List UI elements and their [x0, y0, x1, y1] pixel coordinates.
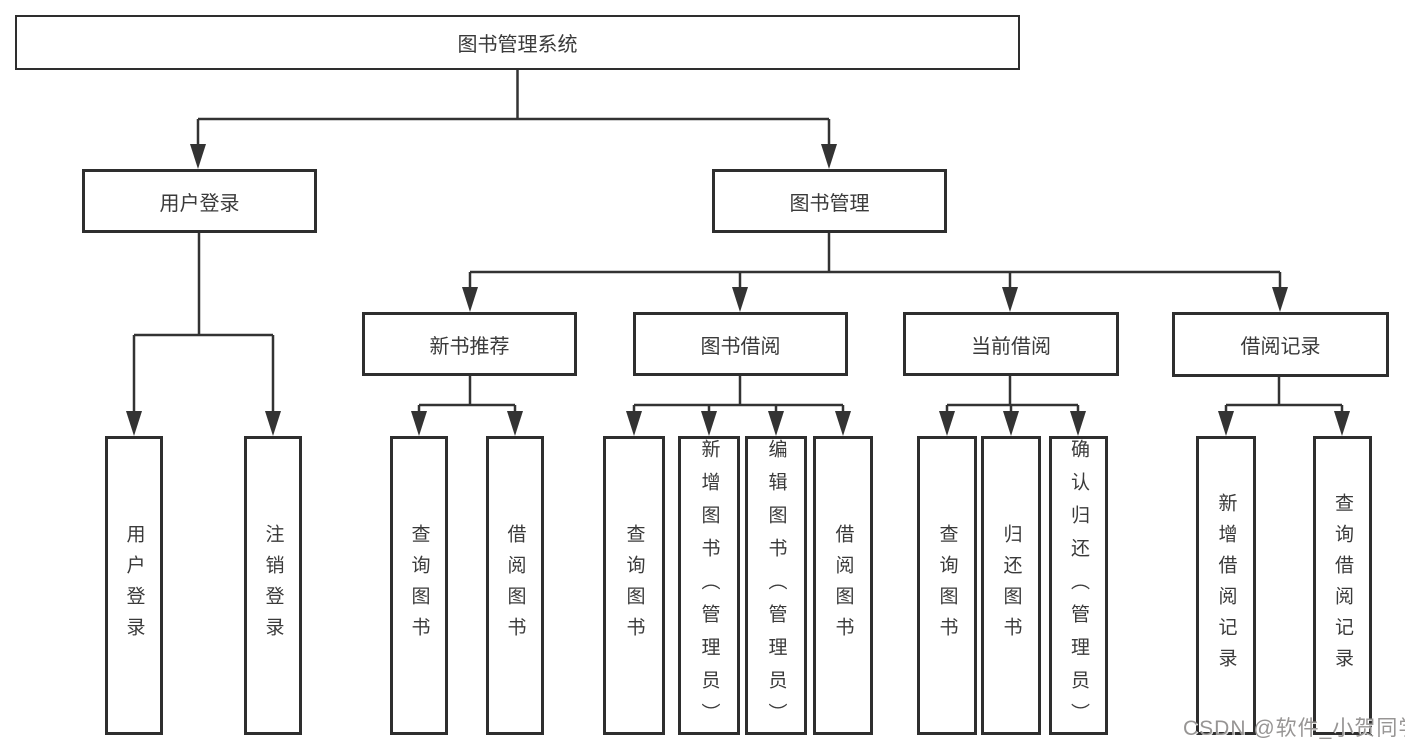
leaf-query-books-2: 查询图书	[603, 436, 665, 735]
leaf-confirm-return-admin: 确认归还（管理员）	[1049, 436, 1108, 736]
csdn-watermark: CSDN @软件_小贺同学	[1183, 717, 1405, 740]
arrowhead	[265, 411, 281, 436]
node-book-borrow: 图书借阅	[633, 312, 848, 376]
leaf-label: 确认归还（管理员）	[1068, 439, 1089, 736]
leaf-label: 新增图书（管理员）	[698, 439, 720, 736]
arrowhead	[1003, 411, 1019, 436]
leaf-label: 借阅图书	[832, 523, 854, 648]
leaf-label: 注销登录	[262, 523, 284, 648]
leaf-label: 归还图书	[1000, 523, 1022, 648]
leaf-query-books-1: 查询图书	[390, 436, 448, 735]
arrowhead	[1070, 411, 1086, 436]
leaf-query-borrow-record: 查询借阅记录	[1313, 436, 1372, 735]
arrowheads	[126, 144, 1350, 436]
node-book-management: 图书管理	[712, 169, 947, 233]
node-label: 借阅记录	[1240, 336, 1321, 358]
node-user-login: 用户登录	[82, 169, 317, 233]
leaf-label: 查询图书	[408, 523, 430, 648]
leaf-label: 查询借阅记录	[1332, 492, 1353, 679]
node-label: 用户登录	[159, 192, 240, 215]
leaf-edit-book-admin: 编辑图书（管理员）	[745, 436, 807, 736]
node-label: 新书推荐	[429, 335, 510, 358]
leaf-label: 编辑图书（管理员）	[765, 439, 787, 736]
arrowhead	[462, 287, 478, 312]
leaf-query-books-3: 查询图书	[917, 436, 977, 735]
leaf-label: 查询图书	[936, 523, 958, 648]
arrowhead	[821, 144, 837, 169]
arrowhead	[411, 411, 427, 436]
node-root-system: 图书管理系统	[15, 15, 1020, 70]
leaf-label: 查询图书	[623, 523, 645, 648]
node-new-book-recommend: 新书推荐	[362, 312, 577, 376]
leaf-return-book: 归还图书	[981, 436, 1041, 735]
arrowhead	[768, 411, 784, 436]
arrowhead	[190, 144, 206, 169]
arrowhead	[507, 411, 523, 436]
node-borrow-records: 借阅记录	[1172, 312, 1389, 377]
leaf-borrow-books-2: 借阅图书	[813, 436, 873, 735]
arrowhead	[732, 287, 748, 312]
leaf-add-borrow-record: 新增借阅记录	[1196, 436, 1256, 735]
arrowhead	[126, 411, 142, 436]
node-label: 当前借阅	[971, 335, 1051, 358]
connector-lines	[132, 69, 1344, 413]
leaf-logout: 注销登录	[244, 436, 302, 735]
node-current-borrow: 当前借阅	[903, 312, 1119, 376]
leaf-label: 借阅图书	[504, 523, 526, 648]
leaf-add-book-admin: 新增图书（管理员）	[678, 436, 740, 736]
arrowhead	[626, 411, 642, 436]
arrowhead	[1334, 411, 1350, 436]
arrowhead	[939, 411, 955, 436]
node-label: 图书借阅	[700, 335, 781, 358]
arrowhead	[835, 411, 851, 436]
arrowhead	[1272, 287, 1288, 312]
leaf-label: 用户登录	[123, 523, 145, 648]
leaf-user-login: 用户登录	[105, 436, 163, 735]
arrowhead	[1218, 411, 1234, 436]
arrowhead	[1002, 287, 1018, 312]
leaf-borrow-books-1: 借阅图书	[486, 436, 544, 735]
node-label: 图书管理系统	[457, 34, 578, 56]
leaf-label: 新增借阅记录	[1215, 492, 1237, 679]
arrowhead	[701, 411, 717, 436]
node-label: 图书管理	[789, 192, 870, 215]
